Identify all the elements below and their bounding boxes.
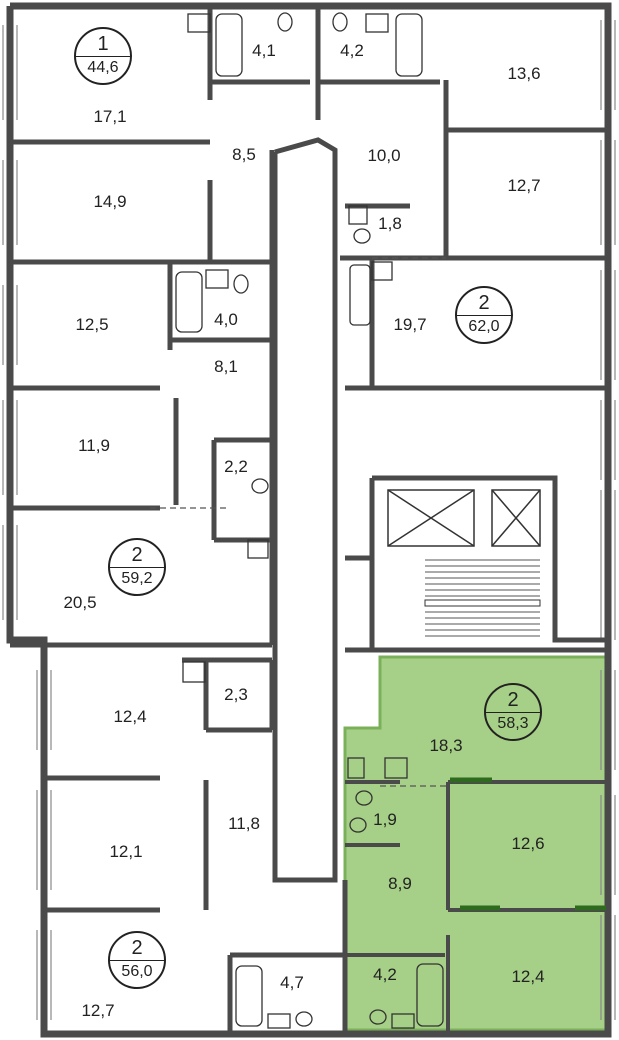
room-area-label: 2,3 <box>224 685 248 704</box>
sanitary-fixtures <box>175 12 444 1029</box>
room-area-label: 17,1 <box>93 107 127 126</box>
room-area-label: 11,9 <box>78 436 110 455</box>
room-area-label: 8,5 <box>232 145 256 164</box>
room-area-label: 12,7 <box>507 176 541 195</box>
room-area-label: 1,9 <box>373 810 397 829</box>
room-area-label: 20,5 <box>63 593 97 612</box>
apartment-room-count: 2 <box>507 689 519 711</box>
room-area-label: 12,5 <box>75 315 109 334</box>
apartment-room-count: 2 <box>478 292 490 314</box>
room-area-label: 4,7 <box>280 973 304 992</box>
room-area-label: 13,6 <box>507 64 541 83</box>
room-area-label: 12,4 <box>113 707 147 726</box>
room-area-label: 12,6 <box>511 834 545 853</box>
room-area-label: 2,2 <box>224 457 248 476</box>
room-area-label: 19,7 <box>393 315 427 334</box>
apartment-total-area: 56,0 <box>121 963 153 980</box>
room-area-label: 14,9 <box>93 192 127 211</box>
room-area-label: 4,0 <box>214 310 238 329</box>
apartment-badge[interactable]: 1 44,6 <box>74 27 132 85</box>
apartment-badge[interactable]: 2 56,0 <box>108 931 166 989</box>
apartment-total-area: 62,0 <box>468 318 500 335</box>
room-area-label: 4,2 <box>373 965 397 984</box>
room-area-label: 12,7 <box>81 1001 115 1020</box>
room-area-label: 10,0 <box>367 146 401 165</box>
apartment-room-count: 2 <box>131 937 143 959</box>
elevator-shafts <box>387 489 541 547</box>
room-area-label: 12,1 <box>109 842 143 861</box>
apartment-badge-highlighted[interactable]: 2 58,3 <box>484 683 542 741</box>
room-area-label: 4,1 <box>252 41 276 60</box>
apartment-total-area: 58,3 <box>497 715 529 732</box>
dashed-separators <box>150 257 448 787</box>
staircase <box>424 559 541 637</box>
room-area-label: 12,4 <box>511 967 545 986</box>
room-area-label: 11,8 <box>228 814 260 833</box>
outer-walls <box>6 2 612 1038</box>
apartment-total-area: 44,6 <box>87 59 119 76</box>
highlighted-window-marks <box>450 777 606 911</box>
room-area-label: 8,1 <box>214 357 238 376</box>
windows <box>2 20 616 1020</box>
apartment-room-count: 2 <box>131 544 143 566</box>
apartment-badge[interactable]: 2 62,0 <box>455 286 513 344</box>
room-area-label: 18,3 <box>429 736 463 755</box>
room-area-label: 8,9 <box>388 874 412 893</box>
apartment-badge[interactable]: 2 59,2 <box>108 538 166 596</box>
apartment-room-count: 1 <box>97 33 109 55</box>
room-area-label: 1,8 <box>378 214 402 233</box>
apartment-total-area: 59,2 <box>121 570 153 587</box>
room-area-label: 4,2 <box>340 41 364 60</box>
